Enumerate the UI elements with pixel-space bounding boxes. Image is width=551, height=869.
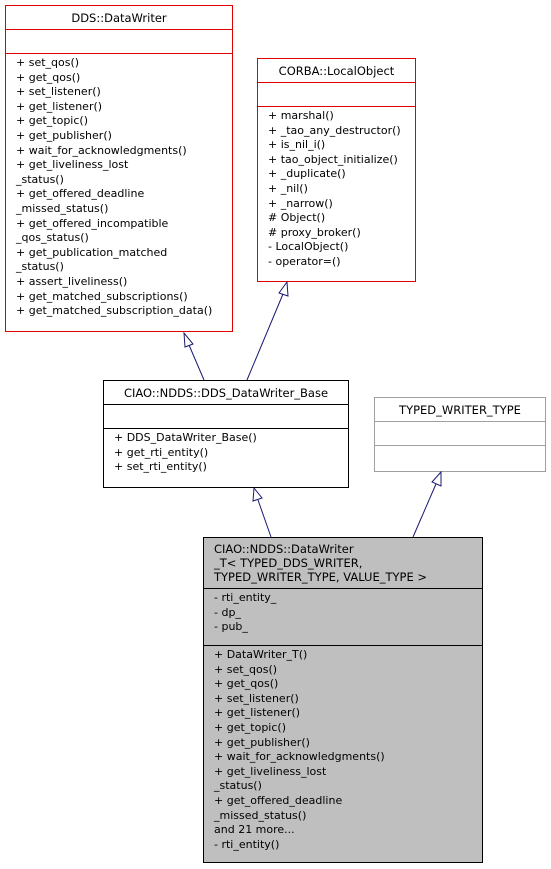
methods-section: + set_qos()+ get_qos()+ set_listener()+ … [6, 53, 232, 322]
method-item: + get_offered_deadline [214, 793, 343, 807]
method-item: + wait_for_acknowledgments() [16, 143, 187, 157]
method-item: + get_publication_matched [16, 245, 168, 259]
method-item: + _nil() [268, 181, 308, 195]
method-item: _status() [16, 260, 64, 274]
method-item: + get_publisher() [16, 128, 112, 142]
methods-section: + DataWriter_T()+ set_qos()+ get_qos()+ … [204, 645, 482, 855]
attribute-item: - rti_entity_ [214, 591, 277, 604]
attribute-item: - pub_ [214, 620, 248, 634]
class-ciao-dds-datawriter-base[interactable]: CIAO::NDDS::DDS_DataWriter_Base + DDS_Da… [103, 380, 349, 488]
class-name: CIAO::NDDS::DDS_DataWriter_Base [123, 386, 329, 400]
method-item: + get_rti_entity() [114, 445, 209, 459]
edge-datawriter-t-to-typed-writer-type [412, 483, 437, 538]
method-item: + get_topic() [214, 720, 286, 734]
method-item: + set_qos() [16, 56, 80, 69]
method-item: - operator=() [268, 254, 341, 268]
class-name: TYPED_WRITER_TYPE [399, 403, 521, 417]
method-item: + _duplicate() [268, 167, 346, 181]
edge-base-to-dds-datawriter [188, 344, 205, 381]
method-item: + marshal() [268, 109, 334, 122]
method-item: + _narrow() [268, 196, 333, 210]
attributes-section: - rti_entity_- dp_- pub_ [204, 588, 482, 645]
method-item: + get_liveliness_lost [214, 764, 327, 778]
method-item: + _tao_any_destructor() [268, 123, 401, 137]
methods-section: + marshal()+ _tao_any_destructor()+ is_n… [258, 106, 415, 273]
method-item: + set_rti_entity() [114, 460, 207, 474]
class-dds-datawriter[interactable]: DDS::DataWriter + set_qos()+ get_qos()+ … [5, 5, 233, 332]
class-typed-writer-type[interactable]: TYPED_WRITER_TYPE [374, 397, 546, 472]
method-item: _status() [214, 779, 262, 793]
arrowhead-typed-writer-type [431, 470, 442, 487]
method-item: + get_qos() [16, 70, 81, 84]
attributes-section [258, 82, 415, 106]
method-item: and 21 more... [214, 823, 295, 837]
methods-section [375, 445, 545, 469]
attribute-item: - dp_ [214, 605, 241, 619]
arrowhead-base [252, 486, 263, 502]
method-item: + set_listener() [214, 691, 299, 705]
method-item: + get_offered_incompatible [16, 216, 169, 230]
method-item: # Object() [268, 211, 326, 225]
method-item: + tao_object_initialize() [268, 152, 398, 166]
method-item: + get_qos() [214, 677, 279, 691]
edge-datawriter-t-to-base [257, 499, 272, 538]
method-item: + get_matched_subscriptions() [16, 289, 188, 303]
method-item: + get_liveliness_lost [16, 158, 129, 172]
method-item: + get_offered_deadline [16, 187, 145, 201]
method-item: _missed_status() [16, 201, 109, 215]
method-item: + set_listener() [16, 85, 101, 99]
class-name-line: _T< TYPED_DDS_WRITER, [214, 556, 363, 570]
method-item: _status() [16, 172, 64, 186]
method-item: _qos_status() [16, 231, 89, 245]
method-item: + wait_for_acknowledgments() [214, 750, 385, 764]
method-item: + get_publisher() [214, 735, 310, 749]
method-item: + get_matched_subscription_data() [16, 304, 213, 318]
edge-base-to-corba-localobject [246, 293, 284, 381]
attributes-section [375, 421, 545, 445]
method-item: + get_listener() [16, 99, 103, 113]
class-ciao-datawriter-t[interactable]: CIAO::NDDS::DataWriter _T< TYPED_DDS_WRI… [203, 537, 483, 863]
arrowhead-dds-datawriter [183, 331, 194, 348]
class-name: CORBA::LocalObject [278, 64, 395, 78]
method-item: + set_qos() [214, 662, 278, 676]
method-item: + assert_liveliness() [16, 274, 128, 288]
method-item: + is_nil_i() [268, 138, 326, 152]
method-item: _missed_status() [214, 808, 307, 822]
method-item: - rti_entity() [214, 837, 280, 851]
method-item: - LocalObject() [268, 240, 349, 254]
class-name: DDS::DataWriter [71, 11, 167, 25]
attributes-section [6, 29, 232, 53]
method-item: # proxy_broker() [268, 225, 361, 239]
attributes-section [104, 404, 348, 428]
methods-section: + DDS_DataWriter_Base()+ get_rti_entity(… [104, 428, 348, 478]
class-name-line: CIAO::NDDS::DataWriter [214, 542, 354, 556]
method-item: + get_topic() [16, 114, 88, 128]
arrowhead-corba-localobject [278, 280, 289, 297]
class-name: CIAO::NDDS::DataWriter _T< TYPED_DDS_WRI… [204, 538, 482, 588]
class-name-line: TYPED_WRITER_TYPE, VALUE_TYPE > [214, 570, 428, 584]
method-item: + DataWriter_T() [214, 648, 308, 661]
method-item: + get_listener() [214, 706, 301, 720]
class-corba-localobject[interactable]: CORBA::LocalObject + marshal()+ _tao_any… [257, 58, 416, 282]
method-item: + DDS_DataWriter_Base() [114, 431, 257, 444]
